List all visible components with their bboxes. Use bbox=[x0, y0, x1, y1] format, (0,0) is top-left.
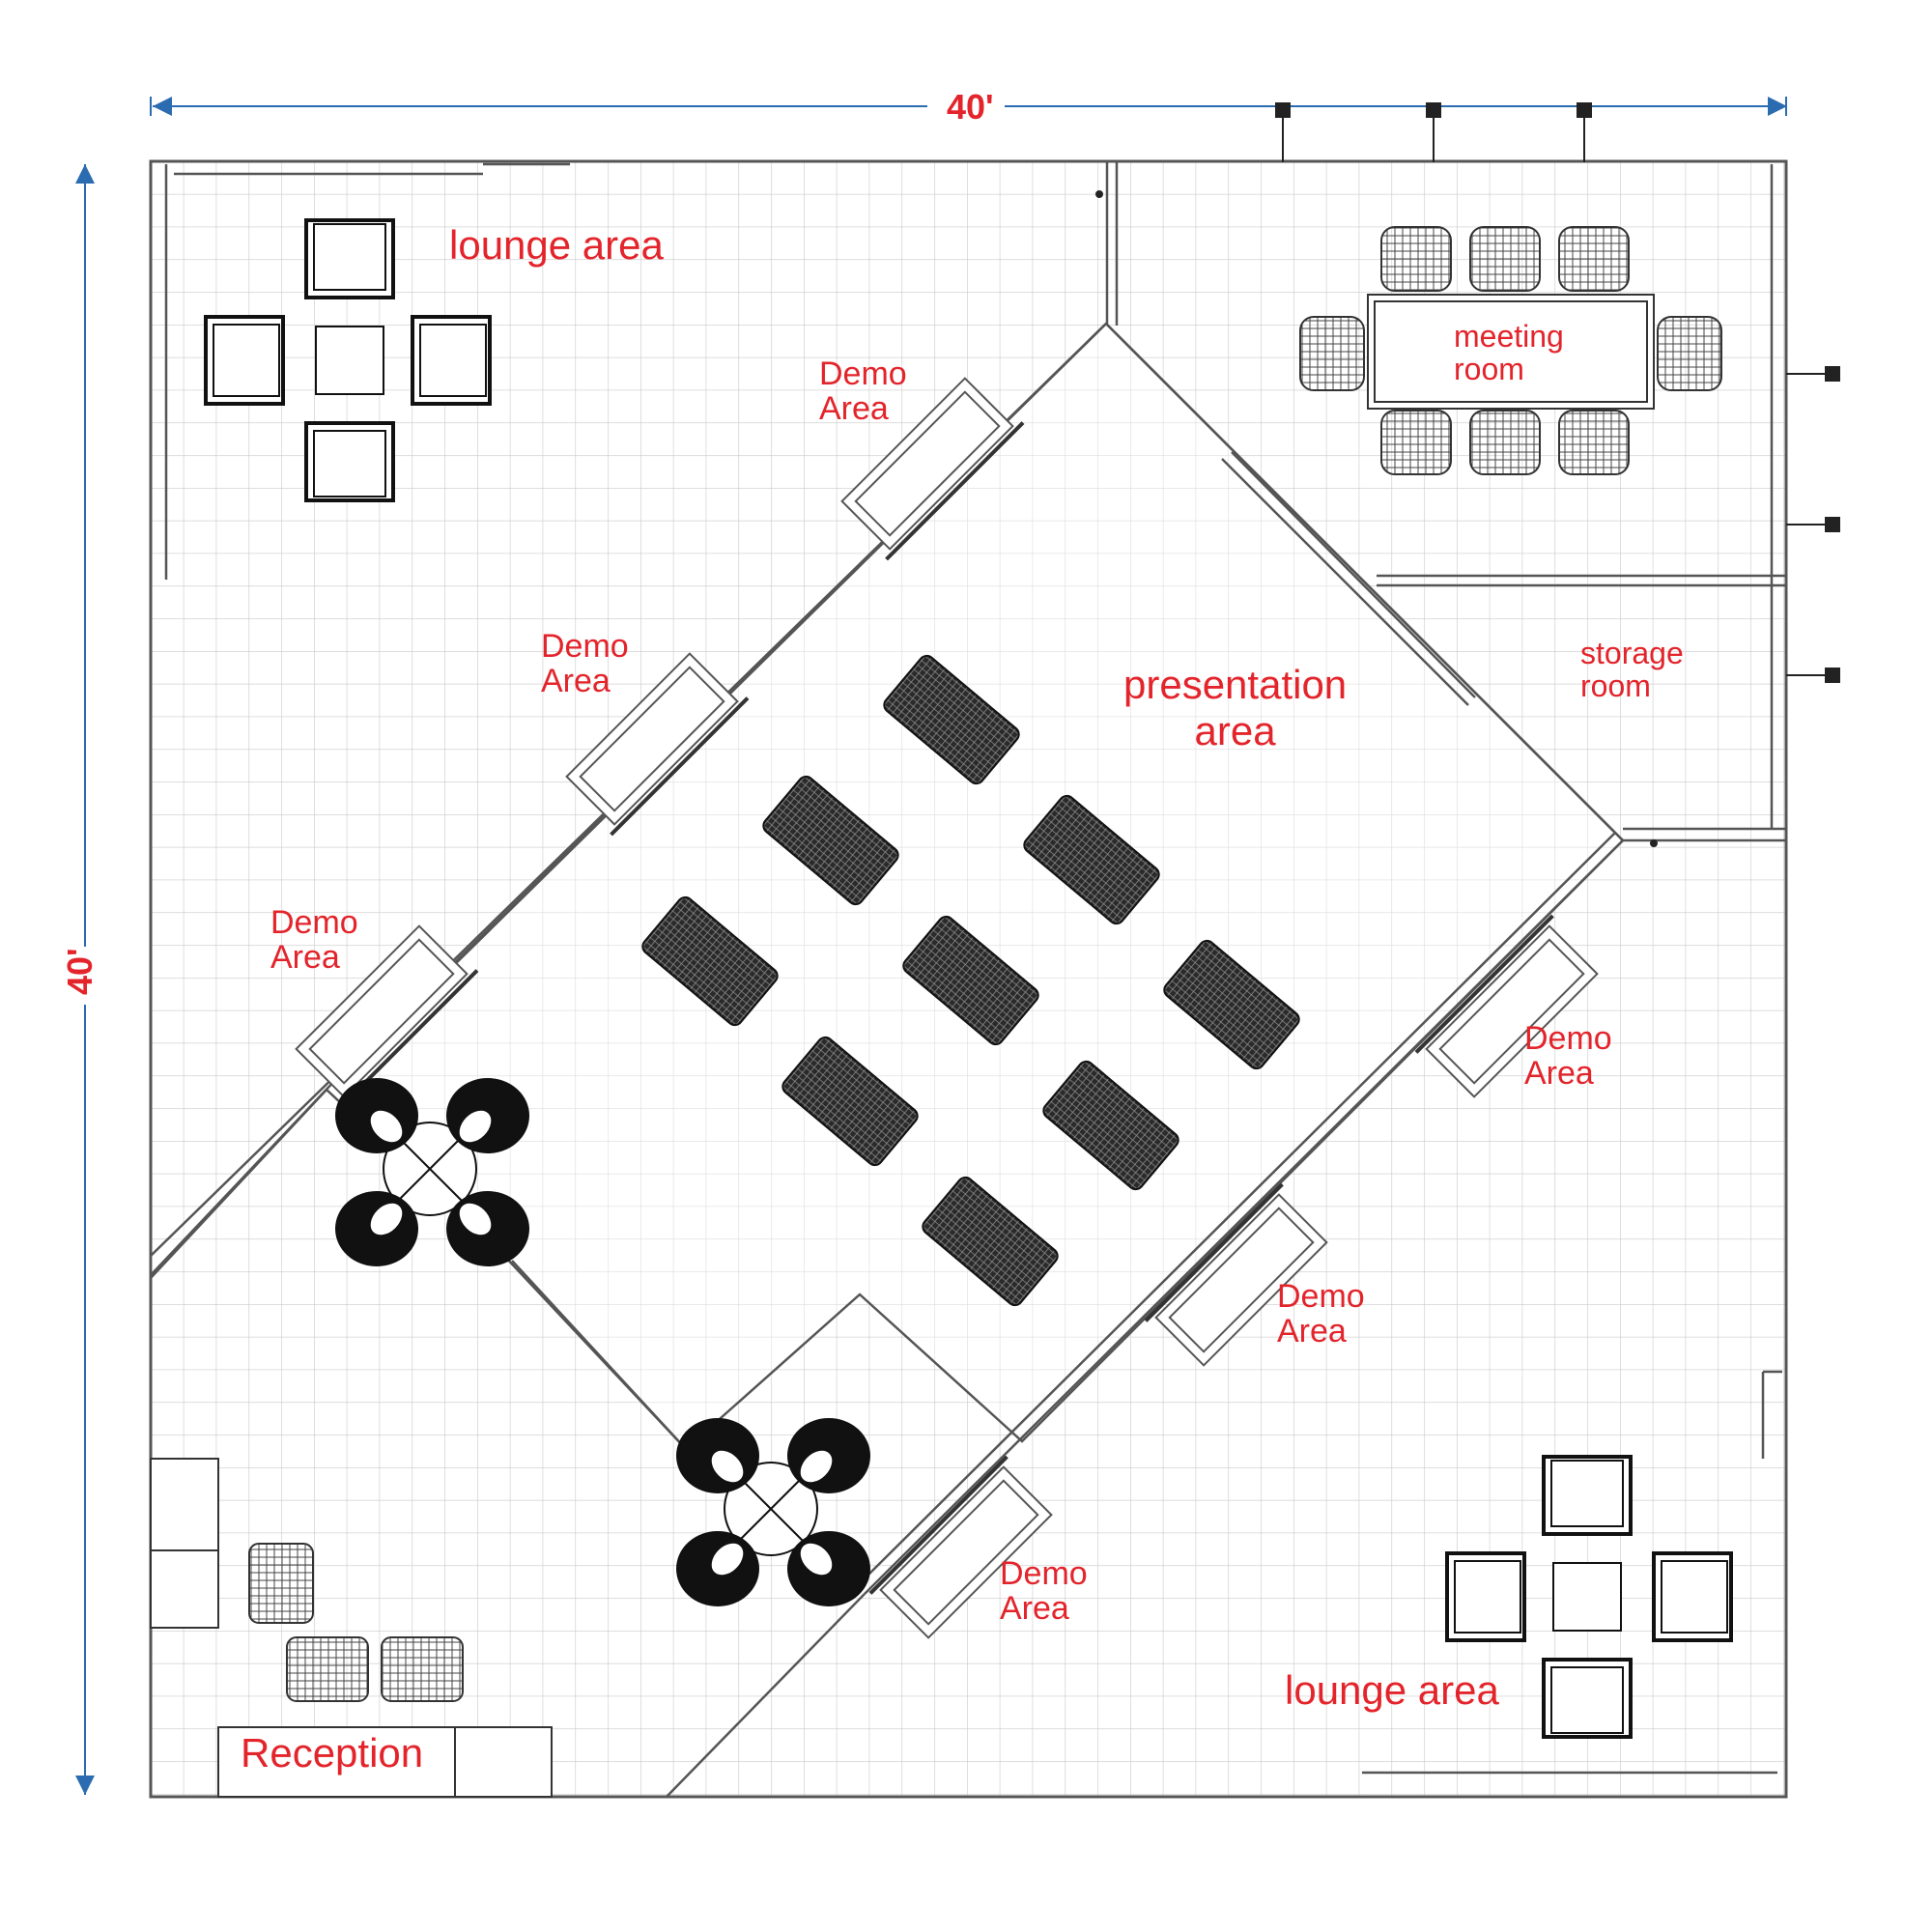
demo-area-label-2-line2: Area bbox=[541, 662, 611, 699]
light-fixtures bbox=[1275, 102, 1840, 683]
reception-label: Reception bbox=[241, 1730, 424, 1776]
meeting-room-label-line2: room bbox=[1454, 351, 1524, 386]
lounge-area-label-bottom: lounge area bbox=[1285, 1667, 1499, 1713]
demo-area-label-6-line2: Area bbox=[1000, 1589, 1069, 1627]
cafe-table-2 bbox=[676, 1418, 870, 1606]
walls bbox=[164, 161, 1786, 1775]
storage-room-label: storage room bbox=[1580, 636, 1684, 703]
demo-area-label-6-line1: Demo bbox=[1000, 1555, 1088, 1592]
presentation-benches bbox=[641, 654, 1300, 1307]
lounge-area-label-top: lounge area bbox=[449, 222, 664, 268]
demo-area-label-5-line2: Area bbox=[1277, 1312, 1347, 1350]
reception-furniture bbox=[150, 1458, 553, 1798]
meeting-room-label: meeting room bbox=[1454, 319, 1564, 386]
demo-area-label-1: Demo Area bbox=[819, 355, 907, 427]
demo-area-label-1-line1: Demo bbox=[819, 355, 907, 392]
demo-area-label-4-line1: Demo bbox=[1524, 1020, 1612, 1057]
width-dimension-label: 40' bbox=[947, 87, 994, 127]
lounge-set-top bbox=[204, 218, 492, 502]
demo-area-label-1-line2: Area bbox=[819, 389, 889, 427]
demo-counters bbox=[295, 377, 1599, 1639]
demo-area-label-3: Demo Area bbox=[270, 904, 358, 976]
lounge-set-bottom bbox=[1445, 1455, 1733, 1739]
cafe-table-1 bbox=[335, 1078, 529, 1266]
demo-area-label-3-line2: Area bbox=[270, 938, 340, 976]
storage-room-label-line2: room bbox=[1580, 668, 1651, 703]
storage-room-label-line1: storage bbox=[1580, 636, 1684, 670]
meeting-room-label-line1: meeting bbox=[1454, 319, 1564, 354]
demo-area-label-5-line1: Demo bbox=[1277, 1278, 1365, 1315]
demo-area-label-4: Demo Area bbox=[1524, 1020, 1612, 1092]
presentation-area-label-line2: area bbox=[1194, 708, 1276, 754]
presentation-area-label: presentation area bbox=[1123, 662, 1347, 755]
demo-area-label-2: Demo Area bbox=[541, 628, 629, 699]
demo-area-label-4-line2: Area bbox=[1524, 1054, 1594, 1092]
meeting-room-set bbox=[1299, 226, 1722, 475]
demo-area-label-2-line1: Demo bbox=[541, 628, 629, 665]
demo-area-label-6: Demo Area bbox=[1000, 1555, 1088, 1627]
demo-area-label-3-line1: Demo bbox=[270, 904, 358, 941]
presentation-area-label-line1: presentation bbox=[1123, 662, 1348, 707]
demo-area-label-5: Demo Area bbox=[1277, 1278, 1365, 1350]
height-dimension-label: 40' bbox=[60, 948, 99, 995]
